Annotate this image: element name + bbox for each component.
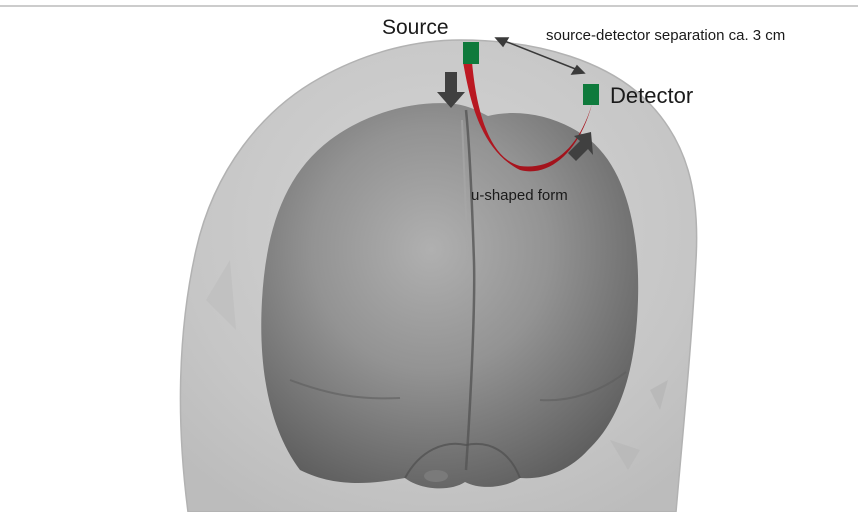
detector-label: Detector: [610, 83, 693, 109]
detector-optode-icon: [583, 84, 599, 105]
source-optode-icon: [463, 42, 479, 64]
separation-label: source-detector separation ca. 3 cm: [546, 27, 785, 44]
brain-shape: [261, 103, 638, 488]
source-label: Source: [382, 16, 449, 40]
u-shape-label: u-shaped form: [471, 187, 568, 204]
brain-tip: [424, 470, 448, 482]
